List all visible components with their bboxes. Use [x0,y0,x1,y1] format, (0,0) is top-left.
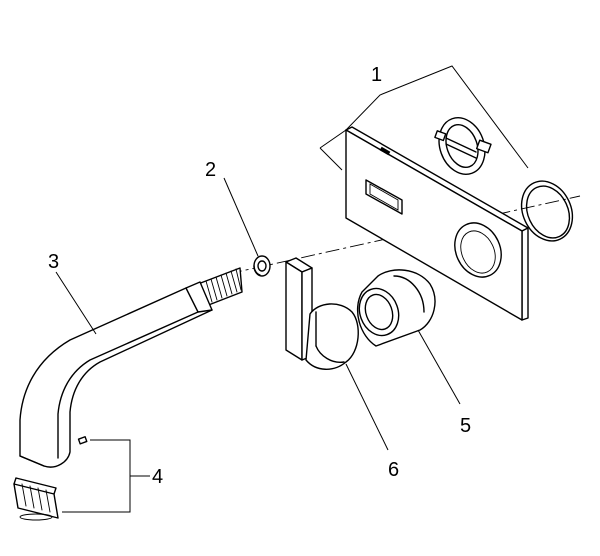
callout-5-leader [417,329,461,405]
callout-4-leader [62,439,131,513]
part-4-aerator-set [13,436,150,521]
lever-slot [365,179,403,215]
part-3-spout [19,267,243,468]
cartridge-opening [454,222,502,278]
callout-6: 6 [388,459,399,481]
cover-plate-side-edge [521,227,529,321]
callout-3: 3 [48,251,59,273]
callout-1: 1 [371,64,382,86]
spout-thread [197,267,243,307]
aerator [13,477,59,521]
callout-5: 5 [460,415,471,437]
callout-3-leader [55,271,97,335]
mounting-ring [434,117,492,175]
callout-2: 2 [205,159,216,181]
callout-1-leader [319,147,343,171]
part-2-washer [223,177,271,277]
callout-2-leader [223,177,259,257]
spout-body [19,281,213,468]
callout-6-leader [345,363,389,451]
o-ring [520,180,574,242]
part-1-cover-plate-assembly [319,65,574,321]
brand-mark [379,146,391,156]
set-screw [77,436,88,445]
part-5-sleeve [356,269,461,405]
part-6-lever-handle [285,257,389,451]
callout-4: 4 [152,466,163,488]
